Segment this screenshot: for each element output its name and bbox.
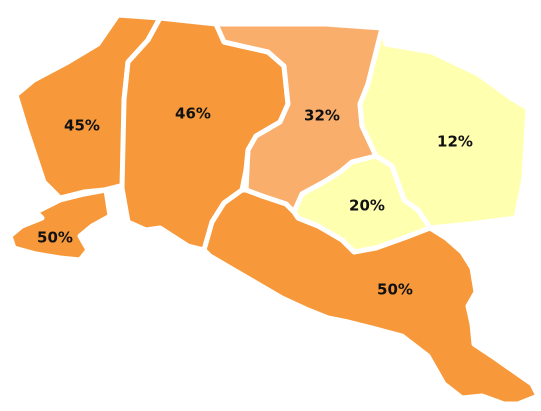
region-label-southwest: 50% <box>37 229 73 247</box>
region-southwest[interactable] <box>7 187 113 263</box>
region-label-south: 50% <box>377 281 413 299</box>
region-label-west: 45% <box>64 117 100 135</box>
region-label-west-central: 46% <box>175 105 211 123</box>
region-label-east: 12% <box>437 133 473 151</box>
region-south[interactable] <box>201 187 541 407</box>
region-label-central: 20% <box>349 197 385 215</box>
region-label-north-central: 32% <box>304 107 340 125</box>
